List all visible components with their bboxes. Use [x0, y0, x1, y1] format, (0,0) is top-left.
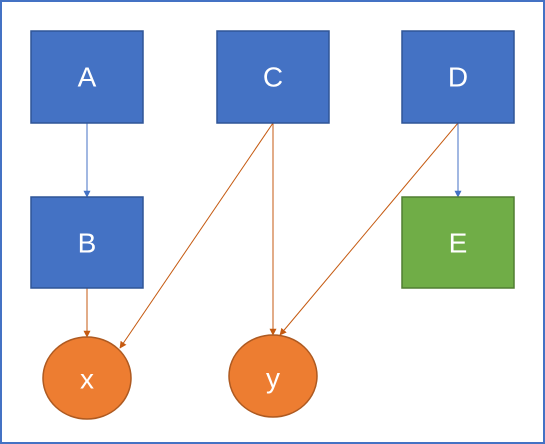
node-a-label: A — [78, 62, 97, 93]
node-d[interactable]: D — [401, 30, 515, 124]
node-y-shape — [228, 334, 318, 418]
node-e[interactable]: E — [401, 196, 515, 289]
node-c[interactable]: C — [216, 30, 330, 124]
edge-d-to-y — [279, 122, 459, 336]
node-x-label: x — [80, 364, 94, 395]
edge-c-to-x — [119, 122, 274, 349]
node-a-shape — [30, 30, 144, 124]
edges — [83, 122, 462, 349]
node-b[interactable]: B — [30, 196, 144, 289]
node-e-label: E — [449, 228, 468, 259]
node-d-label: D — [448, 62, 468, 93]
node-y-label: y — [266, 363, 280, 394]
node-a[interactable]: A — [30, 30, 144, 124]
node-x-shape — [42, 336, 132, 420]
node-e-shape — [401, 196, 515, 289]
node-x[interactable]: x — [42, 336, 132, 420]
node-c-label: C — [263, 62, 283, 93]
node-d-shape — [401, 30, 515, 124]
node-y[interactable]: y — [228, 334, 318, 418]
node-b-label: B — [78, 228, 97, 259]
node-b-shape — [30, 196, 144, 289]
node-c-shape — [216, 30, 330, 124]
